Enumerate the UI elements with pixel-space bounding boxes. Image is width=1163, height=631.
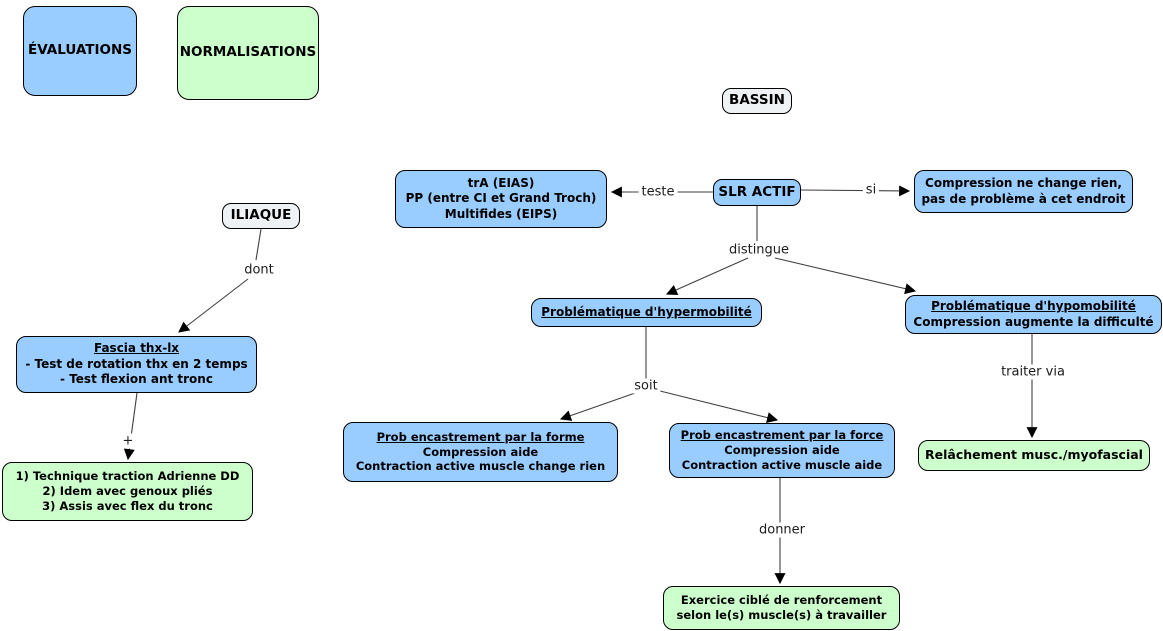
node-hypomobilite-line: Compression augmente la difficulté bbox=[913, 314, 1154, 329]
node-slr-actif-label: SLR ACTIF bbox=[718, 183, 796, 200]
node-tra-line: PP (entre CI et Grand Troch) bbox=[405, 191, 597, 206]
edge-label-si: si bbox=[862, 182, 880, 198]
node-force-line: Compression aide bbox=[724, 443, 840, 458]
node-relachement-label: Relâchement musc./myofascial bbox=[925, 447, 1143, 463]
node-slr-actif[interactable]: SLR ACTIF bbox=[713, 179, 801, 206]
node-tra-line: Multifides (EIPS) bbox=[444, 206, 558, 221]
node-force-line: Contraction active muscle aide bbox=[681, 457, 883, 472]
node-exercice-renforcement[interactable]: Exercice ciblé de renforcement selon le(… bbox=[663, 586, 900, 630]
node-forme-line: Contraction active muscle change rien bbox=[355, 459, 606, 474]
node-fascia-line: - Test flexion ant tronc bbox=[60, 372, 213, 387]
node-techniques-line: 3) Assis avec flex du tronc bbox=[42, 498, 213, 513]
node-encastrement-forme[interactable]: Prob encastrement par la forme Compressi… bbox=[343, 422, 618, 482]
node-hypermobilite[interactable]: Problématique d'hypermobilité bbox=[531, 298, 762, 327]
node-iliaque-label: ILIAQUE bbox=[230, 207, 292, 224]
node-exercice-line: selon le(s) muscle(s) à travailler bbox=[676, 608, 887, 622]
node-fascia-title: Fascia thx-lx bbox=[93, 341, 180, 356]
node-forme-line: Compression aide bbox=[422, 444, 539, 459]
node-compnc-line: Compression ne change rien, bbox=[925, 175, 1122, 190]
node-hypomobilite[interactable]: Problématique d'hypomobilité Compression… bbox=[905, 295, 1162, 334]
node-compression-ne-change-rien[interactable]: Compression ne change rien, pas de probl… bbox=[914, 170, 1133, 213]
legend-normalisations-label: NORMALISATIONS bbox=[179, 44, 317, 61]
node-iliaque[interactable]: ILIAQUE bbox=[222, 203, 300, 229]
node-fascia-thx-lx[interactable]: Fascia thx-lx - Test de rotation thx en … bbox=[16, 336, 257, 393]
node-forme-title: Prob encastrement par la forme bbox=[376, 429, 585, 444]
node-relachement-myofascial[interactable]: Relâchement musc./myofascial bbox=[918, 440, 1150, 471]
node-encastrement-force[interactable]: Prob encastrement par la force Compressi… bbox=[669, 423, 895, 478]
node-bassin-label: BASSIN bbox=[729, 92, 785, 109]
node-techniques-traction[interactable]: 1) Technique traction Adrienne DD 2) Ide… bbox=[2, 462, 253, 521]
node-exercice-line: Exercice ciblé de renforcement bbox=[680, 593, 883, 608]
edge-label-dont: dont bbox=[241, 262, 277, 278]
edge-label-donner: donner bbox=[755, 522, 809, 538]
edge-label-teste: teste bbox=[638, 184, 678, 200]
node-hypermobilite-title: Problématique d'hypermobilité bbox=[541, 304, 752, 319]
edge-label-soit: soit bbox=[631, 378, 661, 394]
edge-label-traiter-via: traiter via bbox=[998, 364, 1068, 380]
node-fascia-line: - Test de rotation thx en 2 temps bbox=[25, 356, 248, 371]
node-bassin[interactable]: BASSIN bbox=[722, 88, 792, 114]
node-hypomobilite-title: Problématique d'hypomobilité bbox=[931, 298, 1136, 313]
edge-label-distingue: distingue bbox=[725, 242, 793, 258]
node-compnc-line: pas de problème à cet endroit bbox=[921, 191, 1126, 206]
node-force-title: Prob encastrement par la force bbox=[680, 428, 884, 443]
node-techniques-line: 2) Idem avec genoux pliés bbox=[42, 484, 213, 499]
node-tra-line: trA (EIAS) bbox=[467, 175, 535, 190]
edge-label-plus: + bbox=[119, 433, 137, 449]
legend-evaluations[interactable]: ÉVALUATIONS bbox=[23, 6, 137, 96]
node-tra-pp-multifides[interactable]: trA (EIAS) PP (entre CI et Grand Troch) … bbox=[395, 170, 607, 228]
node-techniques-line: 1) Technique traction Adrienne DD bbox=[15, 469, 240, 484]
legend-normalisations[interactable]: NORMALISATIONS bbox=[177, 6, 319, 100]
legend-evaluations-label: ÉVALUATIONS bbox=[28, 42, 132, 59]
